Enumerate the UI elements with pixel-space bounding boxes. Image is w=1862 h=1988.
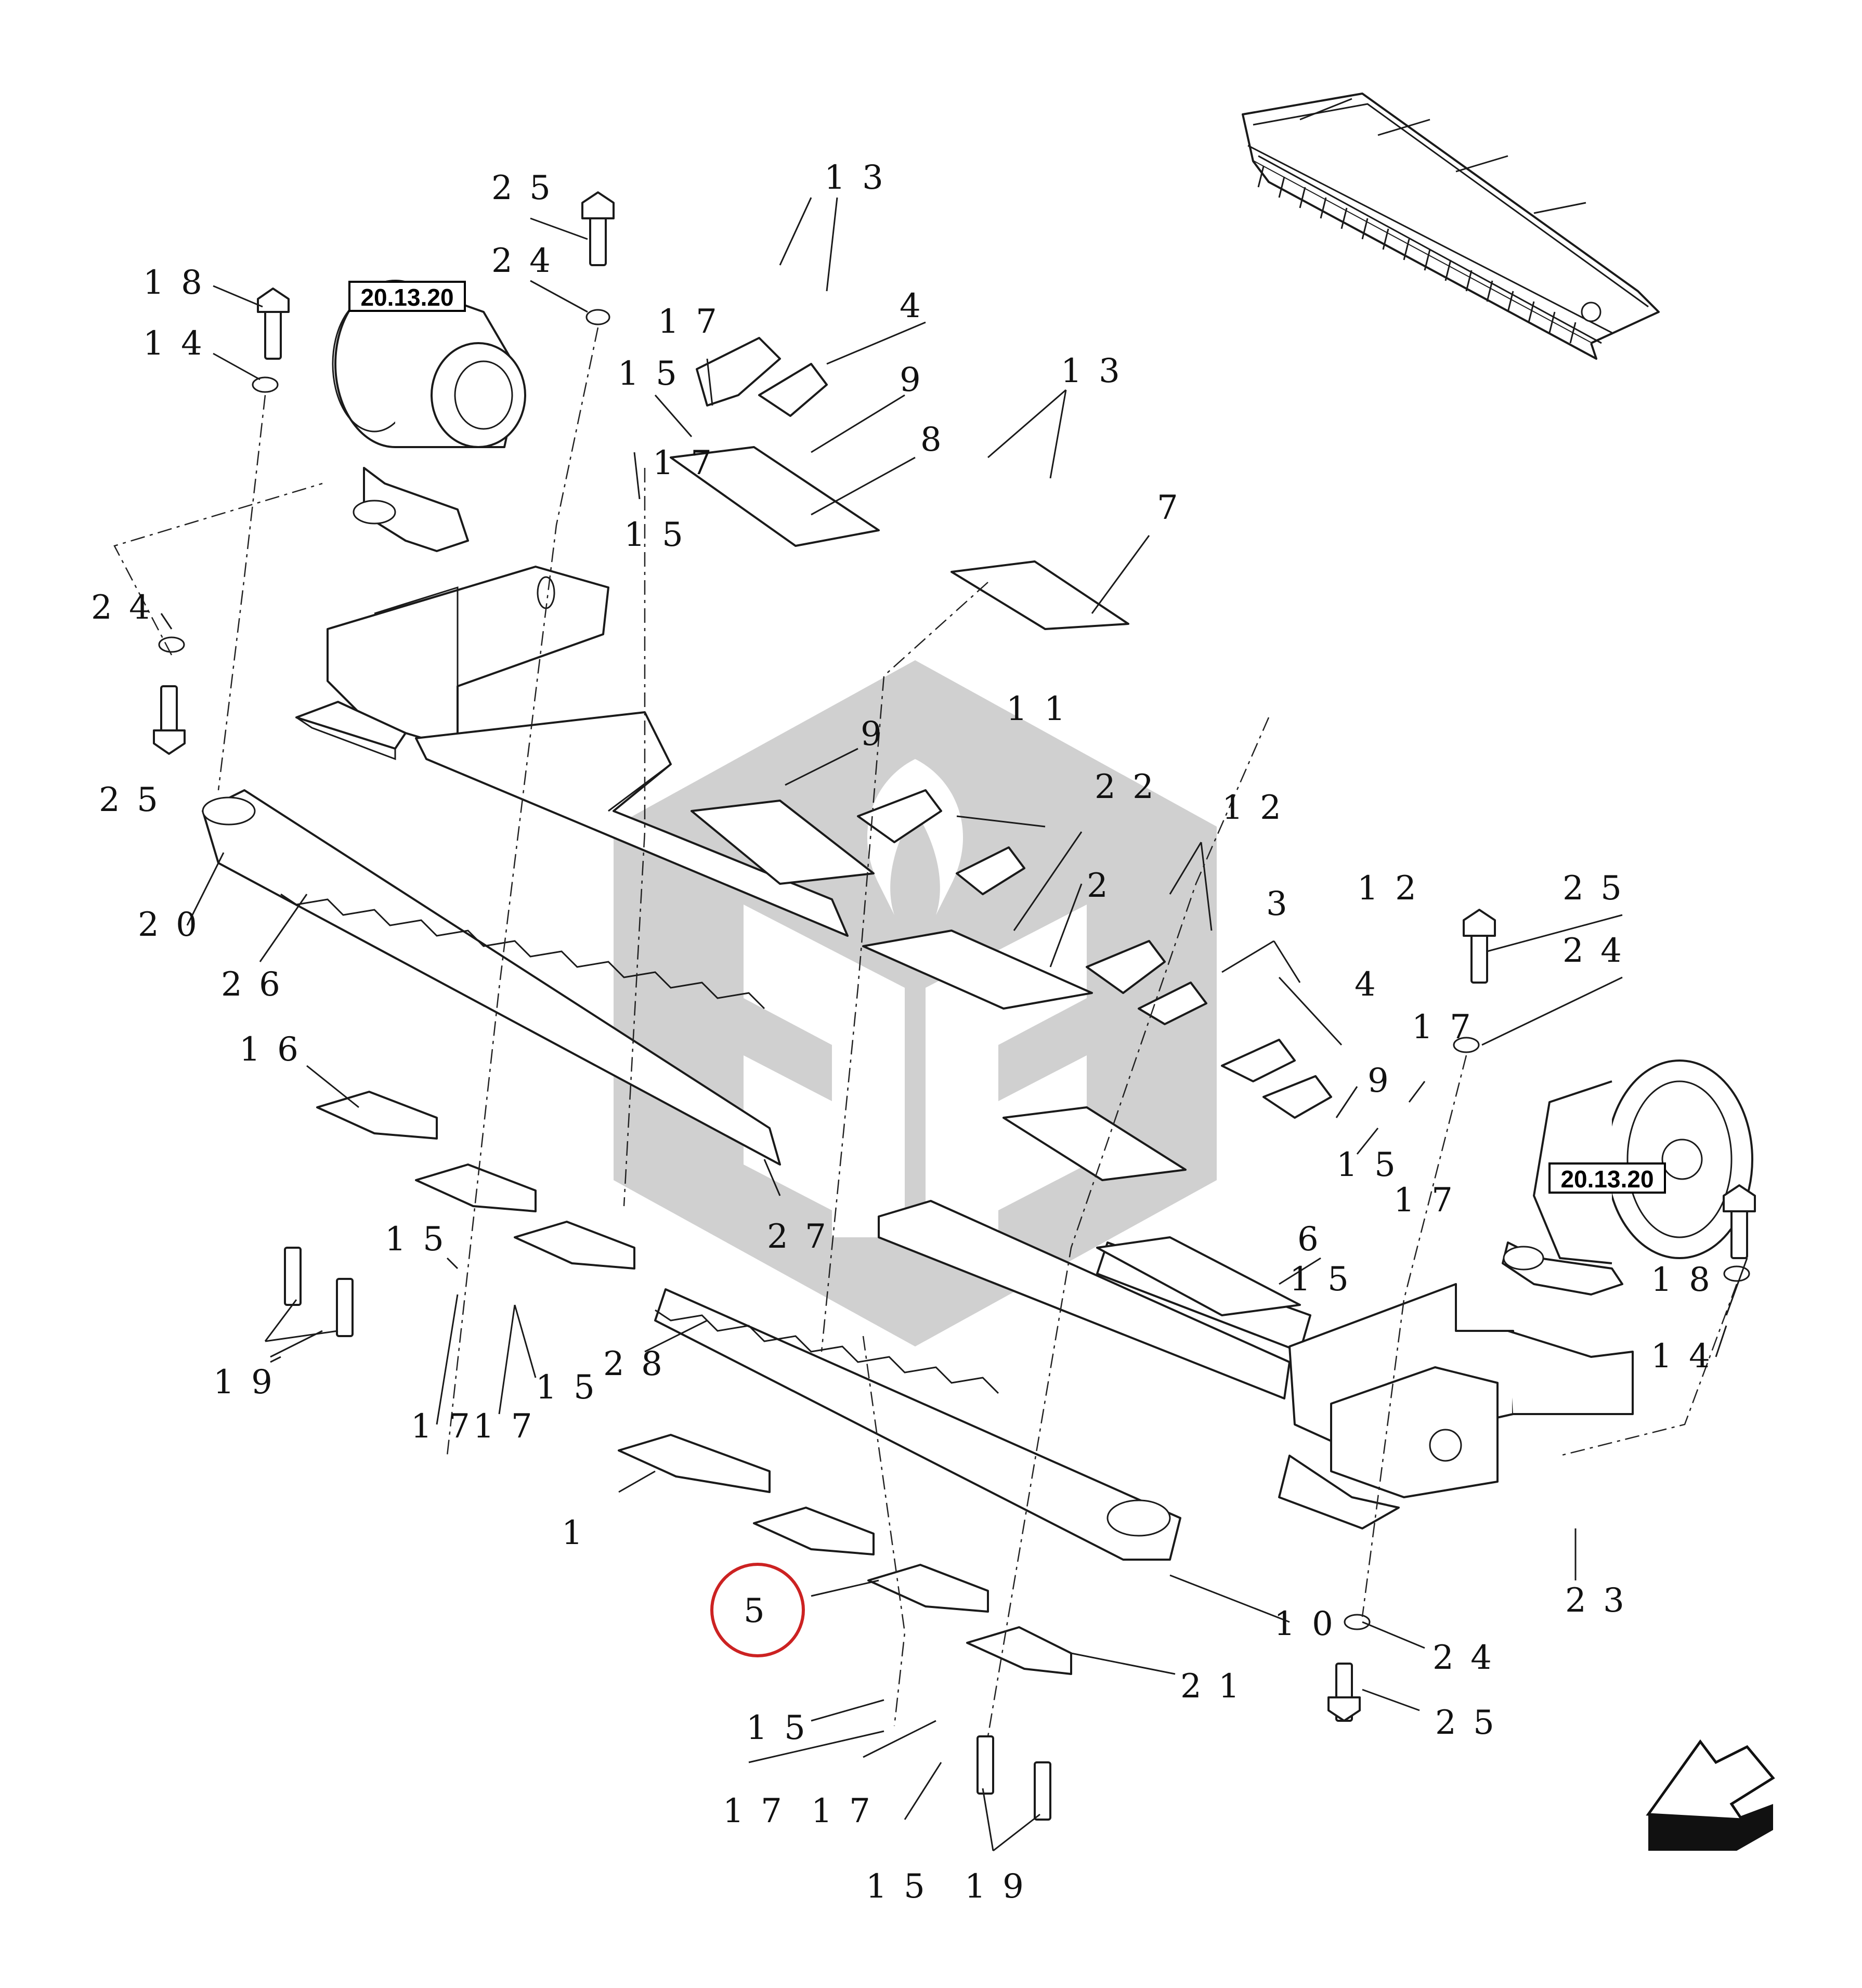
- callout-12-top: 1 2: [1222, 789, 1284, 827]
- callout-9-right: 9: [1368, 1062, 1392, 1100]
- callout-3: 3: [1266, 885, 1291, 923]
- hold-down-clips: [696, 337, 1332, 1119]
- callout-18-right: 1 8: [1651, 1261, 1713, 1299]
- callout-10: 1 0: [1274, 1605, 1336, 1643]
- callout-4-mid: 4: [1355, 965, 1379, 1004]
- callout-17-f: 1 7: [811, 1792, 874, 1830]
- reference-box-top: 20.13.20: [348, 281, 466, 312]
- callout-25-top: 2 5: [491, 169, 554, 207]
- knife-guards: [316, 1091, 1072, 1675]
- callout-12-right: 1 2: [1357, 869, 1420, 908]
- callout-6: 6: [1297, 1220, 1322, 1259]
- callout-16: 1 6: [239, 1030, 302, 1069]
- washers: [158, 309, 1750, 1630]
- callout-26: 2 6: [221, 965, 283, 1004]
- callout-15-f: 1 5: [536, 1368, 598, 1407]
- callout-25-right: 2 5: [1562, 869, 1625, 908]
- leader-lines: [160, 197, 1748, 1852]
- callout-7: 7: [1157, 489, 1181, 527]
- callout-13-top: 1 3: [824, 159, 887, 197]
- wear-plates: [670, 446, 1301, 1316]
- callout-19-left: 1 9: [213, 1363, 276, 1402]
- callout-23: 2 3: [1565, 1581, 1627, 1620]
- callout-17-d: 1 7: [1394, 1181, 1456, 1220]
- highlight-circle: [710, 1563, 805, 1657]
- callout-8: 8: [920, 421, 945, 459]
- callout-15-e: 1 5: [1290, 1260, 1352, 1299]
- svg-text:20.13.20: 20.13.20: [1560, 1166, 1653, 1193]
- callout-4-top: 4: [900, 287, 924, 325]
- callout-24-bottom: 2 4: [1433, 1639, 1495, 1677]
- centerlines: [113, 327, 1738, 1737]
- callout-18-left: 1 8: [143, 264, 205, 302]
- callout-15-a: 1 5: [618, 355, 680, 393]
- bolts: [153, 191, 1756, 1821]
- callout-21: 2 1: [1180, 1667, 1243, 1706]
- callout-19-bottom: 1 9: [965, 1867, 1027, 1906]
- callout-17-b: 1 7: [653, 444, 715, 482]
- callout-9-mid: 9: [861, 715, 885, 753]
- callout-17-c: 1 7: [1412, 1008, 1474, 1047]
- knife-sections-upper: [280, 893, 765, 1010]
- callout-17-a: 1 7: [658, 303, 720, 341]
- left-frame-bracket: [295, 566, 609, 761]
- callout-28: 2 8: [603, 1345, 666, 1383]
- callout-11: 1 1: [1006, 690, 1069, 728]
- callout-25-left: 2 5: [99, 781, 161, 819]
- callout-9-top: 9: [900, 361, 924, 399]
- cutter-bar-left: [415, 711, 849, 937]
- callout-17-e: 1 7: [723, 1792, 785, 1830]
- callout-15-b: 1 5: [624, 516, 686, 554]
- right-gearbox: [1502, 1060, 1753, 1296]
- knife-sections-lower: [655, 1309, 999, 1394]
- left-gearbox: [332, 280, 526, 552]
- callout-13-mid: 1 3: [1061, 352, 1123, 390]
- orientation-arrow-icon: [1646, 1739, 1775, 1851]
- callout-24-top: 2 4: [491, 242, 554, 280]
- callout-20: 2 0: [138, 906, 200, 944]
- callout-1717: 1 71 7: [411, 1407, 536, 1446]
- callout-15-h: 1 5: [866, 1867, 928, 1906]
- callout-15-c: 1 5: [1336, 1146, 1399, 1184]
- reference-box-right: 20.13.20: [1548, 1162, 1666, 1194]
- callout-14-left: 1 4: [143, 324, 205, 363]
- callout-27: 2 7: [767, 1218, 829, 1256]
- callout-24-right: 2 4: [1562, 932, 1625, 970]
- callout-15-g: 1 5: [746, 1709, 809, 1747]
- svg-text:20.13.20: 20.13.20: [360, 284, 453, 311]
- right-frame-bracket: [1278, 1283, 1634, 1529]
- callout-24-left: 2 4: [91, 588, 153, 627]
- callout-5: 5: [744, 1592, 768, 1630]
- callouts: 2 5 2 4 1 8 1 4 1 3 4 1 7 1 5 9 8 1 7 1 …: [91, 159, 1713, 1906]
- callout-14-right: 1 4: [1651, 1337, 1713, 1376]
- knife-head-left: [202, 789, 781, 1166]
- callout-15-d: 1 5: [385, 1220, 447, 1259]
- header-thumbnail: [1242, 93, 1660, 360]
- callout-1: 1: [562, 1514, 586, 1552]
- knife-head-right: [654, 1288, 1181, 1561]
- callout-25-bottom: 2 5: [1435, 1704, 1498, 1742]
- callout-2: 2: [1087, 867, 1111, 905]
- callout-22: 2 2: [1095, 768, 1157, 806]
